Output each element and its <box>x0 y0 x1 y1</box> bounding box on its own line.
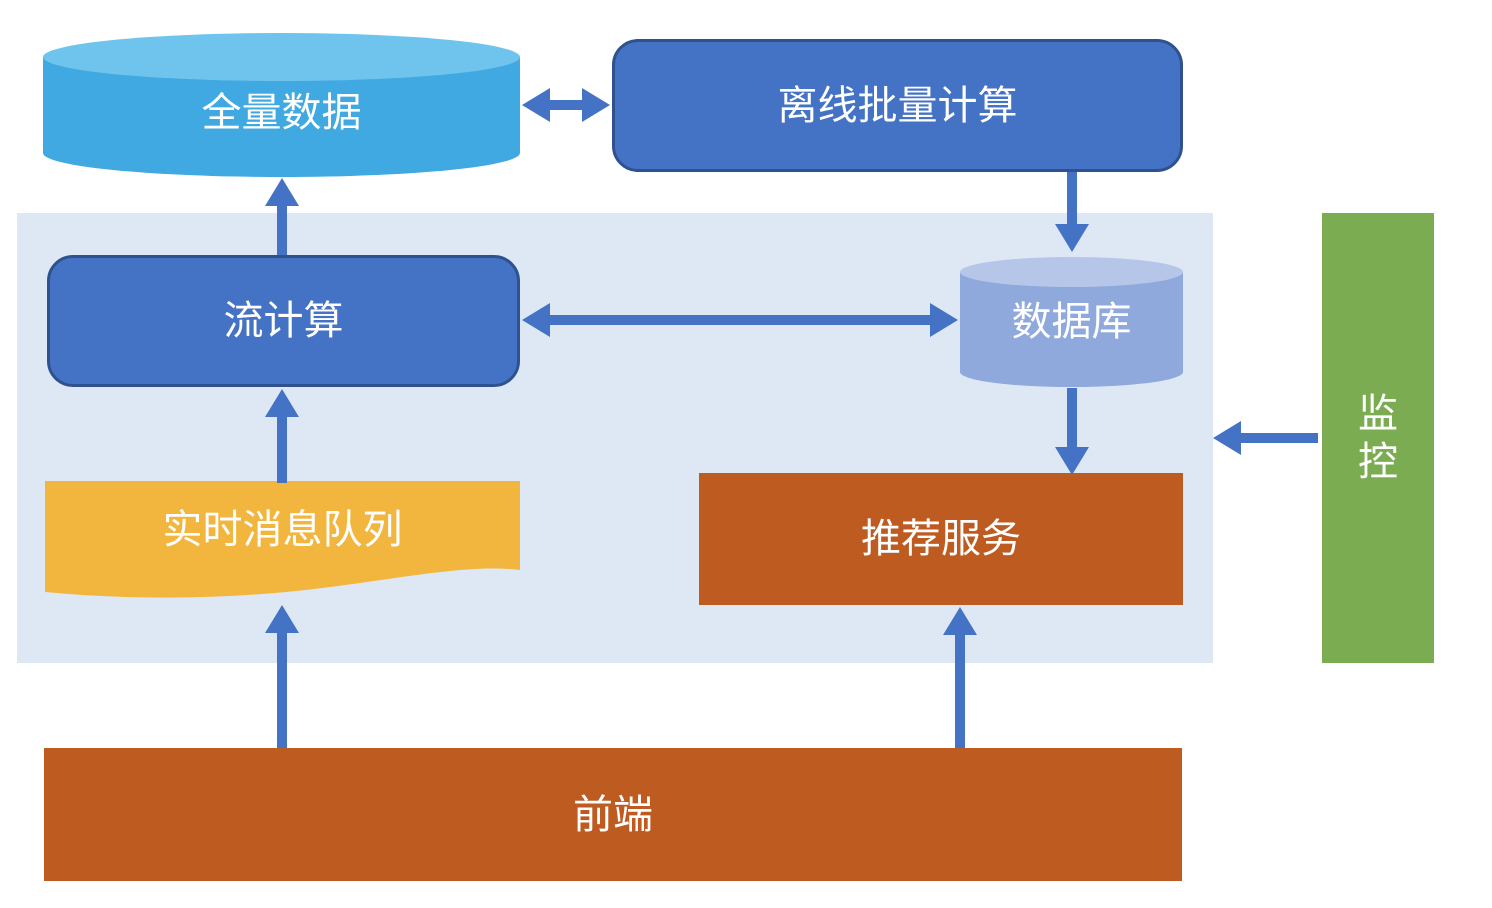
full-data-label: 全量数据 <box>201 91 362 135</box>
offline-batch-label: 离线批量计算 <box>777 83 1018 128</box>
stream-compute-label: 流计算 <box>223 299 344 343</box>
database-label: 数据库 <box>1011 300 1132 344</box>
recommend-service-label: 推荐服务 <box>861 517 1021 561</box>
arrow-monitor-to-panel <box>1213 421 1318 455</box>
node-monitor <box>1322 213 1434 663</box>
realtime-queue-label: 实时消息队列 <box>162 508 403 552</box>
monitor-label: 监控 <box>1358 392 1398 484</box>
frontend-label: 前端 <box>573 792 653 837</box>
node-frontend <box>44 748 1182 881</box>
node-recommend-service <box>699 473 1183 605</box>
node-stream-compute <box>47 255 520 387</box>
node-offline-batch <box>612 39 1183 172</box>
arrow-fulldata-offline-bidirectional <box>522 88 610 122</box>
